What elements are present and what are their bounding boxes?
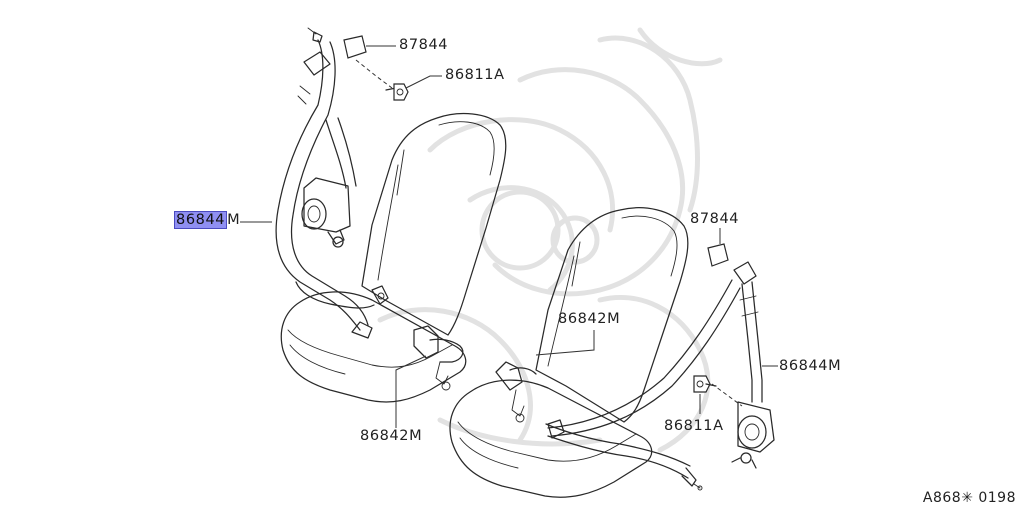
- callout-86842M-right[interactable]: 86842M: [558, 311, 621, 327]
- diagram-code: A868✳ 0198: [922, 490, 1016, 506]
- callout-87844-right[interactable]: 87844: [690, 211, 740, 227]
- part-number-suffix: M: [227, 212, 241, 228]
- left-bolt-86811A: [385, 83, 409, 101]
- left-seat: [280, 112, 507, 403]
- callout-86844M-right[interactable]: 86844M: [779, 358, 842, 374]
- highlighted-part-number[interactable]: 86844: [174, 211, 228, 229]
- callout-87844-left[interactable]: 87844: [399, 37, 449, 53]
- watermark-logo: [377, 27, 723, 453]
- left-seat-belt: [275, 27, 389, 339]
- callout-86811A-left[interactable]: 86811A: [445, 67, 505, 83]
- right-cap-87844: [707, 243, 729, 267]
- left-cap-87844: [343, 35, 367, 59]
- callout-86842M-left[interactable]: 86842M: [360, 428, 423, 444]
- leader-lines: [240, 45, 778, 428]
- callout-86811A-right[interactable]: 86811A: [664, 418, 724, 434]
- right-seat: [449, 207, 689, 498]
- right-seat-belt: [545, 261, 775, 491]
- right-buckle: [495, 361, 537, 423]
- left-buckle: [413, 325, 464, 391]
